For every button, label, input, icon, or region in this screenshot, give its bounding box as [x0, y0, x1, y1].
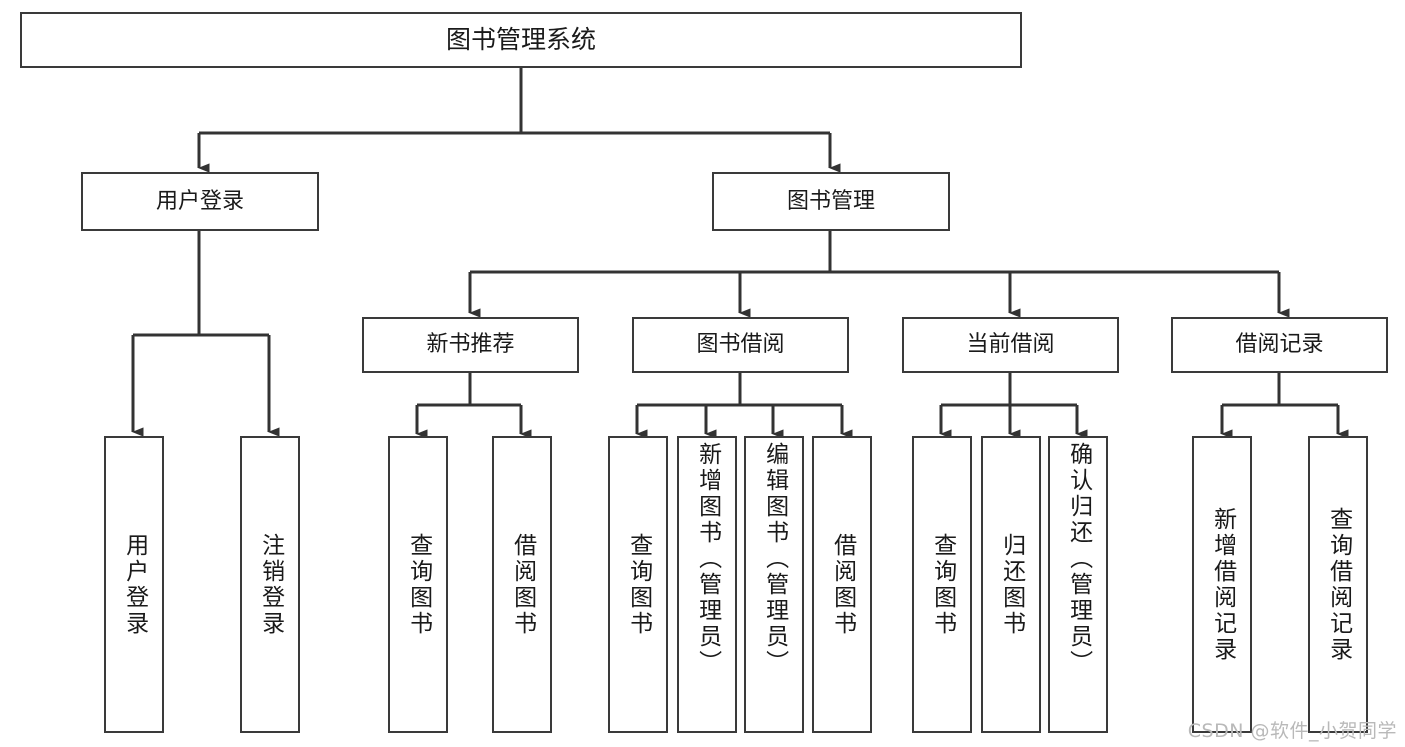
node-book-borrow-label: 图书借阅	[696, 332, 785, 358]
leaf-query-book-1[interactable]: 查询图书	[388, 436, 448, 733]
leaf-edit-book-label: 编辑图书（管理员）	[761, 442, 788, 676]
leaf-borrow-book-1[interactable]: 借阅图书	[492, 436, 552, 733]
leaf-user-login-label: 用户登录	[121, 532, 148, 637]
leaf-borrow-book-1-label: 借阅图书	[509, 532, 536, 637]
leaf-confirm-return[interactable]: 确认归还（管理员）	[1048, 436, 1108, 733]
leaf-query-book-2[interactable]: 查询图书	[608, 436, 668, 733]
leaf-logout-login[interactable]: 注销登录	[240, 436, 300, 733]
leaf-add-book-label: 新增图书（管理员）	[694, 442, 721, 676]
node-root-label: 图书管理系统	[445, 25, 596, 55]
leaf-return-book-label: 归还图书	[998, 532, 1025, 637]
node-borrow-record[interactable]: 借阅记录	[1171, 317, 1388, 373]
node-user-login-label: 用户登录	[155, 188, 244, 214]
leaf-query-book-2-label: 查询图书	[625, 532, 652, 637]
leaf-borrow-book-2-label: 借阅图书	[829, 532, 856, 637]
node-current-borrow-label: 当前借阅	[966, 332, 1055, 358]
node-book-manage-label: 图书管理	[786, 188, 875, 214]
leaf-add-record-label: 新增借阅记录	[1209, 506, 1236, 663]
node-borrow-record-label: 借阅记录	[1235, 332, 1324, 358]
node-book-manage[interactable]: 图书管理	[712, 172, 950, 231]
node-root-system[interactable]: 图书管理系统	[20, 12, 1022, 68]
leaf-query-record[interactable]: 查询借阅记录	[1308, 436, 1368, 733]
leaf-query-book-3-label: 查询图书	[929, 532, 956, 637]
leaf-add-book[interactable]: 新增图书（管理员）	[677, 436, 737, 733]
leaf-add-record[interactable]: 新增借阅记录	[1192, 436, 1252, 733]
leaf-return-book[interactable]: 归还图书	[981, 436, 1041, 733]
node-new-book-recommend[interactable]: 新书推荐	[362, 317, 579, 373]
leaf-query-record-label: 查询借阅记录	[1325, 506, 1352, 663]
node-book-borrow[interactable]: 图书借阅	[632, 317, 849, 373]
leaf-edit-book[interactable]: 编辑图书（管理员）	[744, 436, 804, 733]
leaf-user-login[interactable]: 用户登录	[104, 436, 164, 733]
leaf-query-book-3[interactable]: 查询图书	[912, 436, 972, 733]
watermark-text: CSDN @软件_小贺同学	[1187, 720, 1397, 742]
leaf-logout-login-label: 注销登录	[257, 532, 284, 637]
leaf-borrow-book-2[interactable]: 借阅图书	[812, 436, 872, 733]
node-new-book-recommend-label: 新书推荐	[426, 332, 515, 358]
leaf-confirm-return-label: 确认归还（管理员）	[1065, 442, 1092, 676]
leaf-query-book-1-label: 查询图书	[405, 532, 432, 637]
node-current-borrow[interactable]: 当前借阅	[902, 317, 1119, 373]
node-user-login[interactable]: 用户登录	[81, 172, 319, 231]
